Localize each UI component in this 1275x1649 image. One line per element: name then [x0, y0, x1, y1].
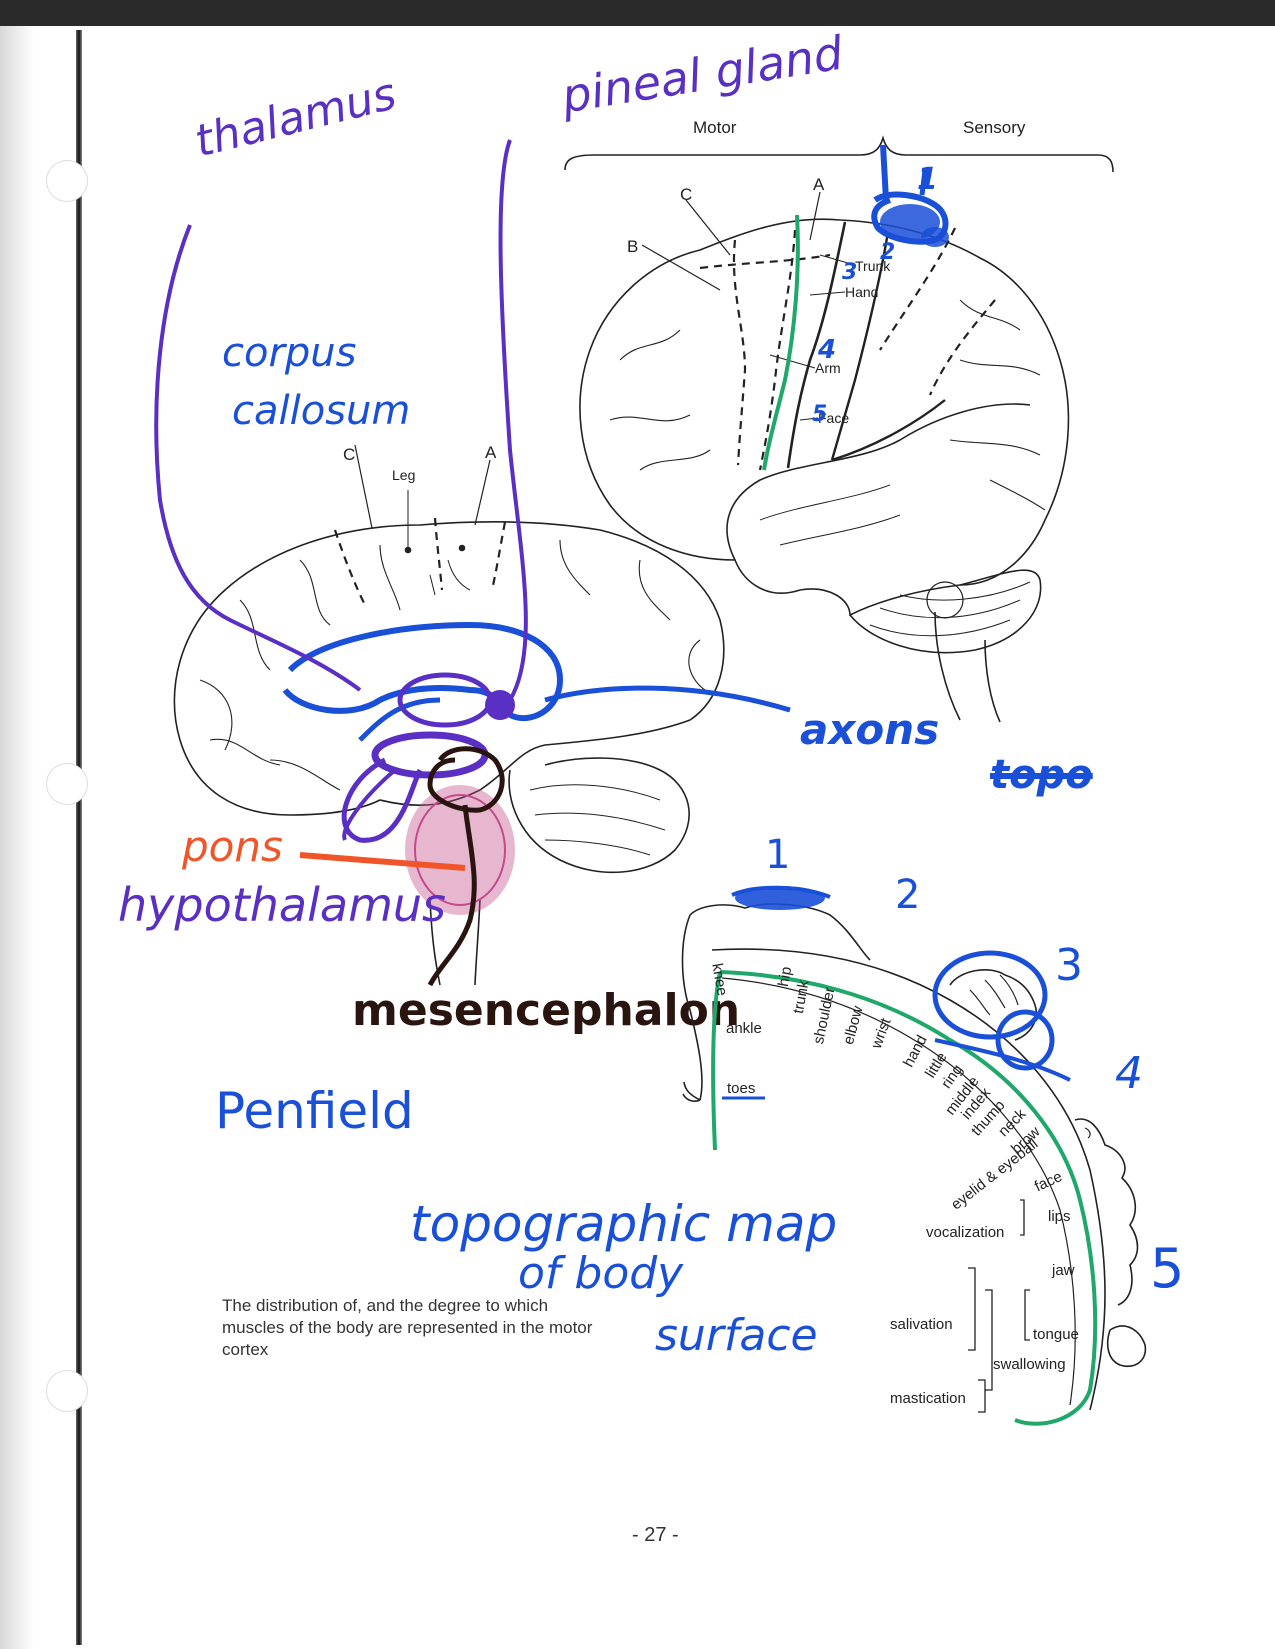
hw-of-body: of body	[518, 1248, 684, 1299]
blue-axons-arrow	[544, 685, 791, 713]
hw-axons: axons	[800, 705, 940, 754]
hw-number-5: 5	[1150, 1237, 1185, 1300]
hom-mastication: mastication	[890, 1390, 966, 1407]
purple-thalamus-line	[154, 224, 362, 692]
label-trunk: Trunk	[855, 258, 891, 274]
hw-surface: surface	[655, 1310, 818, 1361]
orange-pons-arrow	[299, 852, 466, 871]
cerebellum-outline	[849, 569, 1042, 654]
hom-toes: toes	[727, 1080, 756, 1097]
hw-penfield: Penfield	[215, 1082, 414, 1140]
blue-circle-thumb	[995, 1009, 1055, 1071]
brainstem-outline	[934, 611, 1001, 723]
punch-hole-bottom	[46, 1370, 88, 1412]
hw-number-5-lateral: 5	[812, 402, 828, 427]
caption-line-2: muscles of the body are represented in t…	[222, 1318, 593, 1337]
hom-swallowing: swallowing	[993, 1356, 1066, 1373]
hw-number-4-lateral: 4	[818, 335, 837, 365]
hom-salivation: salivation	[890, 1316, 953, 1333]
hw-number-2: 2	[895, 872, 921, 918]
sagittal-cerebellum	[508, 757, 690, 874]
motor-sensory-bracket	[564, 135, 1114, 173]
label-face: Face	[818, 410, 850, 426]
hw-number-4: 4	[1115, 1048, 1143, 1099]
binding-line	[76, 30, 82, 1645]
purple-pineal-line	[498, 139, 528, 702]
hom-vocalization: vocalization	[926, 1224, 1005, 1241]
label-c-top: C	[680, 185, 693, 204]
scan-left-edge	[0, 26, 34, 1649]
hw-number-3: 3	[1055, 940, 1083, 991]
hom-tongue: tongue	[1033, 1326, 1079, 1343]
label-hand: Hand	[845, 284, 879, 300]
caption-line-1: The distribution of, and the degree to w…	[222, 1296, 549, 1315]
hom-jaw: jaw	[1052, 1262, 1075, 1279]
green-motor-arc	[719, 970, 1098, 1426]
sagittal-brain-outline	[173, 520, 725, 816]
hw-mesencephalon: mesencephalon	[352, 985, 741, 1036]
central-sulcus	[786, 221, 847, 469]
hw-topo-struck: topo	[990, 752, 1093, 798]
punch-hole-top	[46, 160, 88, 202]
label-c-mid: C	[343, 445, 356, 464]
label-leg: Leg	[392, 467, 416, 483]
hom-hip: hip	[775, 965, 796, 988]
blue-circle-hand	[932, 950, 1048, 1040]
homunculus-outer-arc	[711, 948, 1106, 1411]
hw-number-1-lateral: 1	[917, 162, 938, 197]
blue-scribble-leg	[735, 886, 825, 910]
hw-topographic-map: topographic map	[410, 1195, 838, 1253]
hw-hypothalamus: hypothalamus	[118, 878, 446, 932]
hw-pons: pons	[182, 822, 283, 871]
pink-pons-region	[405, 785, 515, 915]
scan-top-bar	[0, 0, 1275, 26]
green-motor-line-lateral	[762, 214, 800, 471]
caption-line-3: cortex	[222, 1340, 269, 1359]
label-motor: Motor	[693, 118, 737, 137]
page-number: - 27 -	[632, 1524, 679, 1546]
label-a-top: A	[813, 175, 825, 194]
label-arm: Arm	[815, 360, 841, 376]
purple-hypothalamus-loop	[341, 757, 423, 843]
hw-number-1: 1	[765, 832, 791, 878]
hom-ankle: ankle	[726, 1020, 762, 1037]
punch-hole-middle	[46, 763, 88, 805]
label-a-mid: A	[485, 443, 497, 462]
brown-mesencephalon-loop	[427, 746, 505, 813]
hw-number-3-lateral: 3	[842, 260, 858, 285]
hw-callosum: callosum	[232, 388, 411, 434]
hw-number-2-lateral: 2	[880, 240, 896, 265]
label-b-top: B	[627, 237, 639, 256]
hom-lips: lips	[1048, 1208, 1071, 1225]
hw-corpus: corpus	[222, 330, 357, 376]
label-sensory: Sensory	[963, 118, 1026, 137]
sagittal-brainstem	[429, 899, 481, 986]
